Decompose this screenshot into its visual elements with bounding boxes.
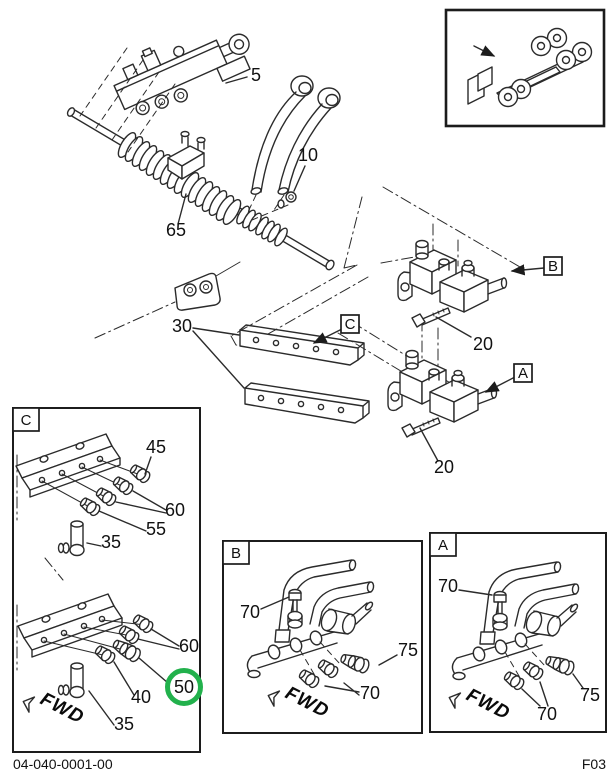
fitting-60-upper-2 bbox=[93, 485, 119, 508]
callout-35-upper: 35 bbox=[101, 532, 121, 552]
inset-b-tab bbox=[222, 540, 250, 565]
fwd-label-a: FWD bbox=[463, 685, 514, 725]
inset-c-frame bbox=[12, 407, 201, 753]
ref-label-a: A bbox=[518, 365, 528, 382]
ref-label-b: B bbox=[548, 258, 558, 275]
inset-c-leader-lines bbox=[86, 456, 180, 726]
ref-arrow-b-icon bbox=[510, 264, 545, 276]
callout-65: 65 bbox=[166, 220, 186, 240]
inset-c-tab bbox=[12, 407, 40, 432]
coil-65-drawing bbox=[117, 130, 242, 226]
inset-c: C 45 60 55 35 60 50 40 35 FWD bbox=[12, 407, 203, 753]
ref-label-c: C bbox=[345, 316, 356, 333]
callout-30: 30 bbox=[172, 316, 192, 336]
inset-a-tab-label: A bbox=[438, 537, 448, 554]
callout-60-lower: 60 bbox=[179, 636, 199, 656]
inset-c-bracket-upper bbox=[15, 433, 121, 498]
hoses-drawing bbox=[247, 75, 341, 214]
inset-a: A 70 75 70 FWD bbox=[429, 532, 607, 733]
callout-45: 45 bbox=[146, 437, 166, 457]
callout-70-top-b: 70 bbox=[240, 602, 260, 622]
fitting-35-upper bbox=[57, 520, 85, 557]
green-highlight-circle bbox=[165, 668, 203, 706]
bracket-30-lower bbox=[244, 382, 370, 424]
inset-a-leader-lines bbox=[458, 589, 584, 707]
fwd-arrow-icon-b bbox=[264, 687, 281, 707]
inset-a-tab bbox=[429, 532, 457, 557]
fwd-arrow-icon-a bbox=[445, 689, 462, 709]
truck-location-arrow-icon bbox=[473, 45, 496, 57]
callout-55: 55 bbox=[146, 519, 166, 539]
fwd-label-b: FWD bbox=[282, 683, 333, 723]
main-assembly-drawing: B A C 5 10 65 30 20 20 bbox=[66, 33, 563, 477]
figure-code: F03 bbox=[582, 756, 606, 772]
callout-35-lower: 35 bbox=[114, 714, 134, 734]
fwd-arrow-icon-c bbox=[19, 693, 36, 713]
inset-a-manifold-drawing bbox=[452, 562, 579, 692]
inset-c-tab-label: C bbox=[21, 412, 32, 429]
callout-10: 10 bbox=[298, 145, 318, 165]
callout-70-bottom-a: 70 bbox=[537, 704, 557, 724]
inset-b-tab-label: B bbox=[231, 545, 241, 562]
truck-locator-frame bbox=[444, 8, 606, 128]
callout-50-highlighted: 50 bbox=[174, 677, 194, 697]
nut-10-drawing bbox=[251, 191, 297, 221]
inset-b-manifold-drawing bbox=[247, 560, 374, 690]
callout-20-lower: 20 bbox=[434, 457, 454, 477]
inset-a-frame bbox=[429, 532, 607, 733]
truck-locator-box bbox=[444, 8, 606, 128]
manifold-5-drawing bbox=[113, 33, 251, 116]
callout-70-top-a: 70 bbox=[438, 576, 458, 596]
valve-assembly-b bbox=[397, 239, 508, 328]
inset-b: B 70 75 70 FWD bbox=[222, 540, 423, 734]
ref-box-c bbox=[340, 314, 360, 334]
inset-c-centerlines bbox=[16, 454, 64, 671]
callout-75-a: 75 bbox=[580, 685, 600, 705]
callout-75-b: 75 bbox=[398, 640, 418, 660]
main-leader-lines bbox=[177, 76, 472, 462]
document-number: 04-040-0001-00 bbox=[13, 756, 113, 772]
callout-20-upper: 20 bbox=[473, 334, 493, 354]
fitting-55 bbox=[77, 495, 103, 518]
sleeve-drawing bbox=[236, 205, 288, 247]
fitting-60-upper-1 bbox=[110, 474, 136, 497]
callout-5: 5 bbox=[251, 65, 261, 85]
ref-arrow-a-icon bbox=[484, 376, 516, 393]
ref-box-a bbox=[513, 363, 533, 383]
callout-40: 40 bbox=[131, 687, 151, 707]
inset-b-leader-lines bbox=[260, 596, 398, 696]
plate-drawing bbox=[94, 261, 241, 339]
callout-60-upper: 60 bbox=[165, 500, 185, 520]
valve-assembly-a bbox=[387, 349, 498, 438]
ref-arrow-c-icon bbox=[312, 328, 343, 344]
ref-box-b bbox=[543, 256, 563, 276]
ref-arrows bbox=[312, 264, 545, 393]
inset-b-frame bbox=[222, 540, 423, 734]
inset-c-hole-lines bbox=[41, 459, 146, 657]
fitting-35-lower bbox=[57, 662, 85, 699]
frame-rail-outline bbox=[230, 186, 521, 403]
truck-chassis-drawing bbox=[467, 27, 593, 108]
callout-70-bottom-b: 70 bbox=[360, 683, 380, 703]
